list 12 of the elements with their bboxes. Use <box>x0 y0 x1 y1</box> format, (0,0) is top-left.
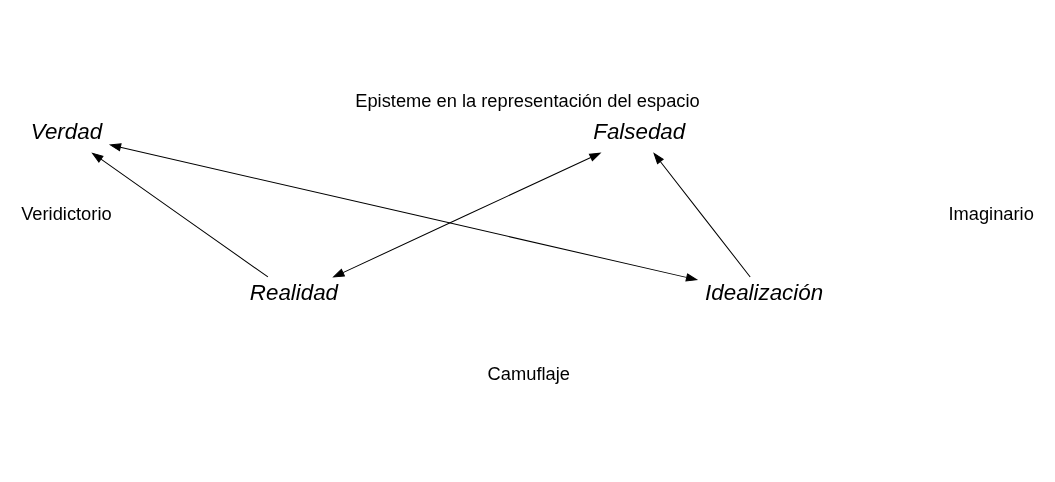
arrow <box>332 152 602 278</box>
node-text: Verdad <box>30 119 103 145</box>
arrow <box>653 152 751 278</box>
node-text: Idealización <box>705 280 824 306</box>
node-text: Falsedad <box>593 119 686 145</box>
diagram-title: Episteme en la representación del espacio <box>355 89 700 111</box>
arrow <box>91 152 269 278</box>
node-text: Realidad <box>249 280 339 306</box>
arrow <box>108 143 699 282</box>
label: Veridictorio <box>21 202 112 224</box>
label: Camuflaje <box>487 363 570 385</box>
label: Imaginario <box>948 202 1034 224</box>
